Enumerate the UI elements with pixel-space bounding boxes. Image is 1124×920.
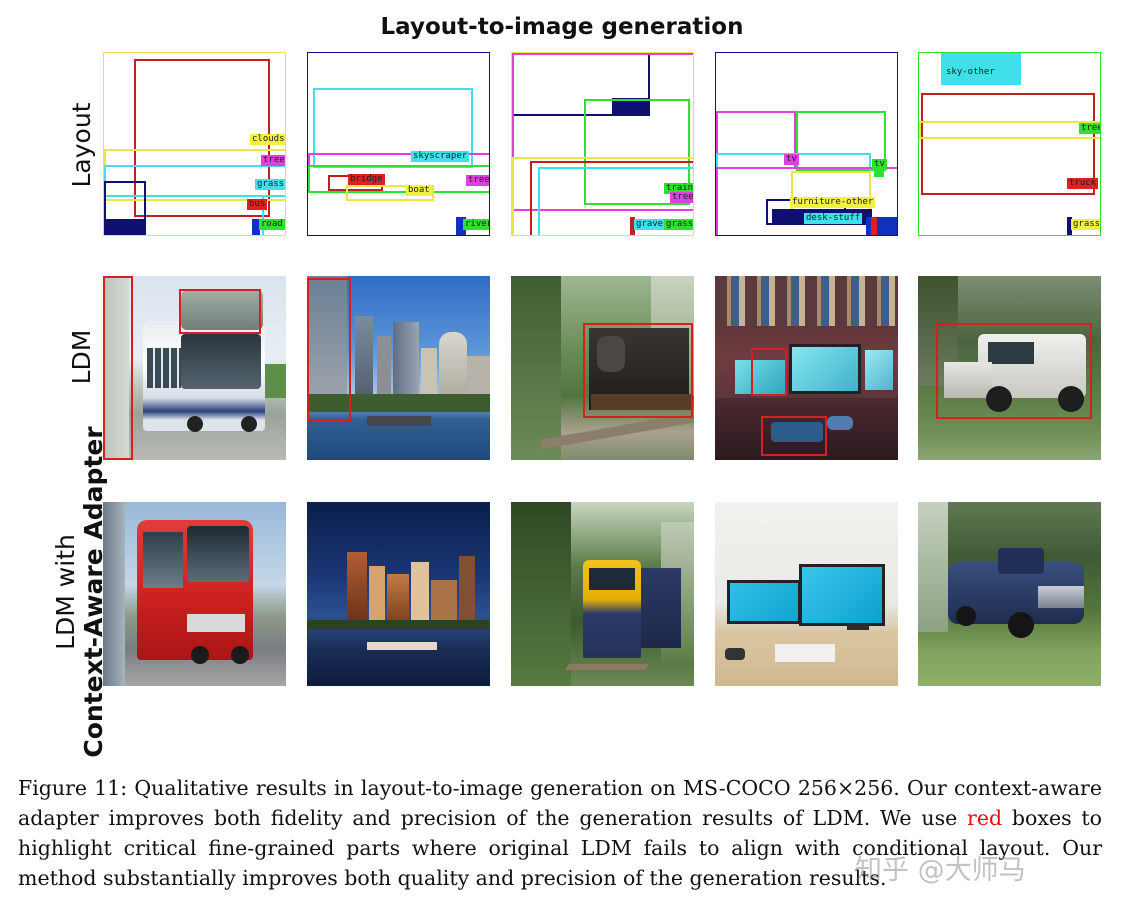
row-label-adapter-line1: LDM with [51,534,80,650]
layout-panel-4: tv tv furniture-other desk-stuff [715,52,898,236]
layout-box [512,157,693,235]
layout-tag: grass [664,219,694,230]
highlight-box [103,276,133,460]
adapter-image-train [511,502,694,686]
adapter-image-city [307,502,490,686]
layout-box [252,219,260,235]
layout-box [871,217,877,235]
layout-tag: tree [1079,123,1100,134]
layout-panel-2: skyscraper tree bridge boat river [307,52,490,236]
layout-tag: bridge [348,174,385,185]
layout-box [308,165,489,193]
row-label-ldm: LDM [67,329,96,385]
layout-tag: grass [255,179,285,190]
highlight-box [179,289,261,334]
adapter-image-desk [715,502,898,686]
ldm-image-city [307,276,490,460]
row-label-adapter: LDM with Context-Aware Adapter [51,426,108,757]
layout-box [530,161,693,235]
ldm-image-desk [715,276,898,460]
layout-panel-3: train tree gravel grass [511,52,694,236]
layout-tag: river [463,219,489,230]
layout-panel-5: sky-other tree truck grass [918,52,1101,236]
layout-box [104,181,146,235]
layout-box [1067,217,1072,235]
layout-tag: tv [872,159,887,170]
layout-tag: road [259,219,285,230]
figure-title: Layout-to-image generation [380,14,744,40]
highlight-box [583,323,693,418]
layout-tag: grass [1071,219,1101,230]
ldm-image-bus [103,276,286,460]
layout-tag: clouds [250,134,285,145]
layout-tag: desk-stuff [804,213,863,224]
layout-tag: skyscraper [411,151,470,162]
layout-tag: tree [466,175,490,186]
highlight-box [761,416,827,456]
layout-tag: train [664,183,694,194]
caption-text-part2: boxes to highlight critical fine-grained… [18,806,1102,890]
figure-caption: Figure 11: Qualitative results in layout… [18,773,1102,893]
layout-box [796,111,886,171]
adapter-image-truck [918,502,1101,686]
layout-tag: tv [784,154,799,165]
layout-box [921,93,1095,195]
layout-tag: sky-other [944,67,997,78]
caption-text-part1: Figure 11: Qualitative results in layout… [18,776,1102,830]
layout-box [630,217,635,235]
layout-box [716,167,897,235]
layout-box [584,99,690,205]
layout-box [346,185,434,201]
layout-box [456,217,466,235]
layout-tag: gravel [634,219,671,230]
highlight-box [307,278,351,422]
layout-box [612,98,650,116]
adapter-image-bus [103,502,286,686]
layout-box [512,53,693,211]
layout-box [313,88,473,168]
highlight-box [751,348,787,396]
layout-tag: tree [670,192,694,203]
row-label-layout: Layout [67,102,96,188]
ldm-image-train [511,276,694,460]
layout-tag: tree [261,155,285,166]
layout-panel-1: clouds tree grass bus road [103,52,286,236]
layout-box [104,219,146,235]
caption-red-word: red [967,806,1003,830]
layout-box [919,121,1100,139]
layout-tag: truck [1067,178,1099,189]
layout-tag: bus [247,199,268,210]
layout-tag: boat [406,185,432,196]
watermark: 知乎 @大师马 [855,855,1026,886]
highlight-box [936,323,1092,419]
layout-tag: furniture-other [790,197,876,208]
ldm-image-truck [918,276,1101,460]
layout-box [538,167,693,235]
